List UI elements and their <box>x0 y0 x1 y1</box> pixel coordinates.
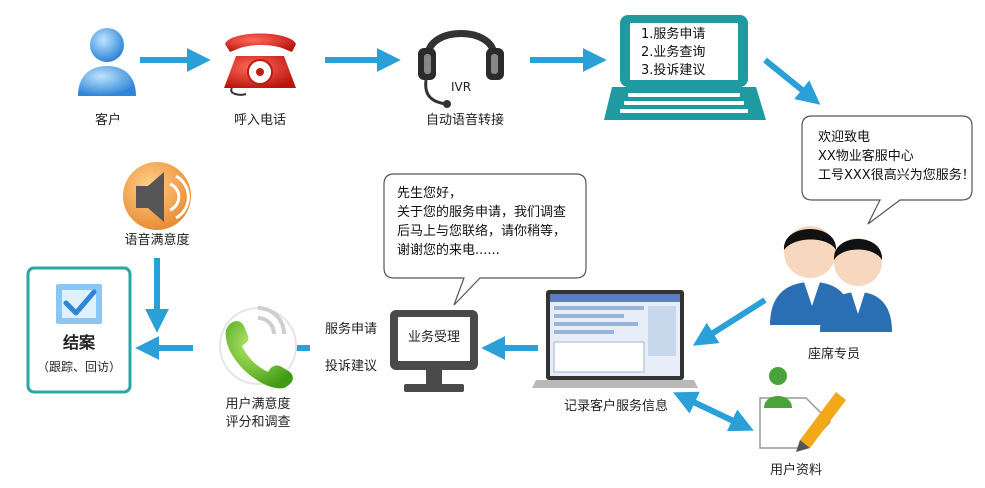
arrow-menu-to-agent <box>763 57 821 105</box>
reply-line-4: 谢谢您的来电...... <box>397 243 500 258</box>
telephone-icon <box>224 33 296 96</box>
customer-person-icon <box>78 28 136 96</box>
closed-sub-label: （跟踪、回访） <box>36 360 121 374</box>
agent-speech-bubble <box>801 115 973 225</box>
flow-arrows <box>135 48 821 432</box>
arrow-agent-to-record <box>692 297 767 346</box>
rating-label-line-1: 用户满意度 <box>225 397 291 412</box>
greeting-line-1: 欢迎致电 <box>818 130 871 145</box>
service-apply-label: 服务申请 <box>324 322 377 337</box>
business-label: 业务受理 <box>407 330 460 345</box>
menu-item-complaint: 3.投诉建议 <box>641 63 706 78</box>
record-label: 记录客户服务信息 <box>563 399 668 414</box>
greeting-line-3: 工号XXX很高兴为您服务！ <box>818 168 975 183</box>
headset-icon <box>418 30 504 108</box>
menu-item-service-apply: 1.服务申请 <box>641 27 706 42</box>
reply-line-1: 先生您好， <box>397 186 463 201</box>
reply-line-2: 关于您的服务申请，我们调查 <box>397 205 567 220</box>
business-monitor-icon <box>390 310 478 392</box>
user-data-label: 用户资料 <box>769 463 822 478</box>
reply-line-3: 后马上与您联络，请你稍等， <box>397 224 567 239</box>
ivr-label: 自动语音转接 <box>425 113 504 128</box>
ivr-word-label: IVR <box>450 80 472 94</box>
reply-speech-bubble <box>383 173 587 306</box>
phone-handset-icon <box>219 306 297 389</box>
closed-case-box <box>26 266 132 394</box>
greeting-line-2: XX物业客服中心 <box>818 149 914 164</box>
rating-label-line-2: 评分和调查 <box>225 415 291 430</box>
menu-item-business-query: 2.业务查询 <box>641 45 706 60</box>
user-data-icon <box>759 367 846 452</box>
agents-icon <box>770 226 892 332</box>
voice-satisfaction-label: 语音满意度 <box>124 233 190 248</box>
call-label: 呼入电话 <box>233 113 286 128</box>
closed-label: 结案 <box>62 333 95 352</box>
speaker-icon <box>123 162 191 230</box>
complaint-label: 投诉建议 <box>324 359 377 374</box>
customer-label: 客户 <box>94 113 121 128</box>
record-laptop-icon <box>532 290 698 388</box>
menu-laptop-icon <box>604 15 766 120</box>
agent-label: 座席专员 <box>807 347 860 362</box>
arrow-record-userdata <box>673 391 754 432</box>
